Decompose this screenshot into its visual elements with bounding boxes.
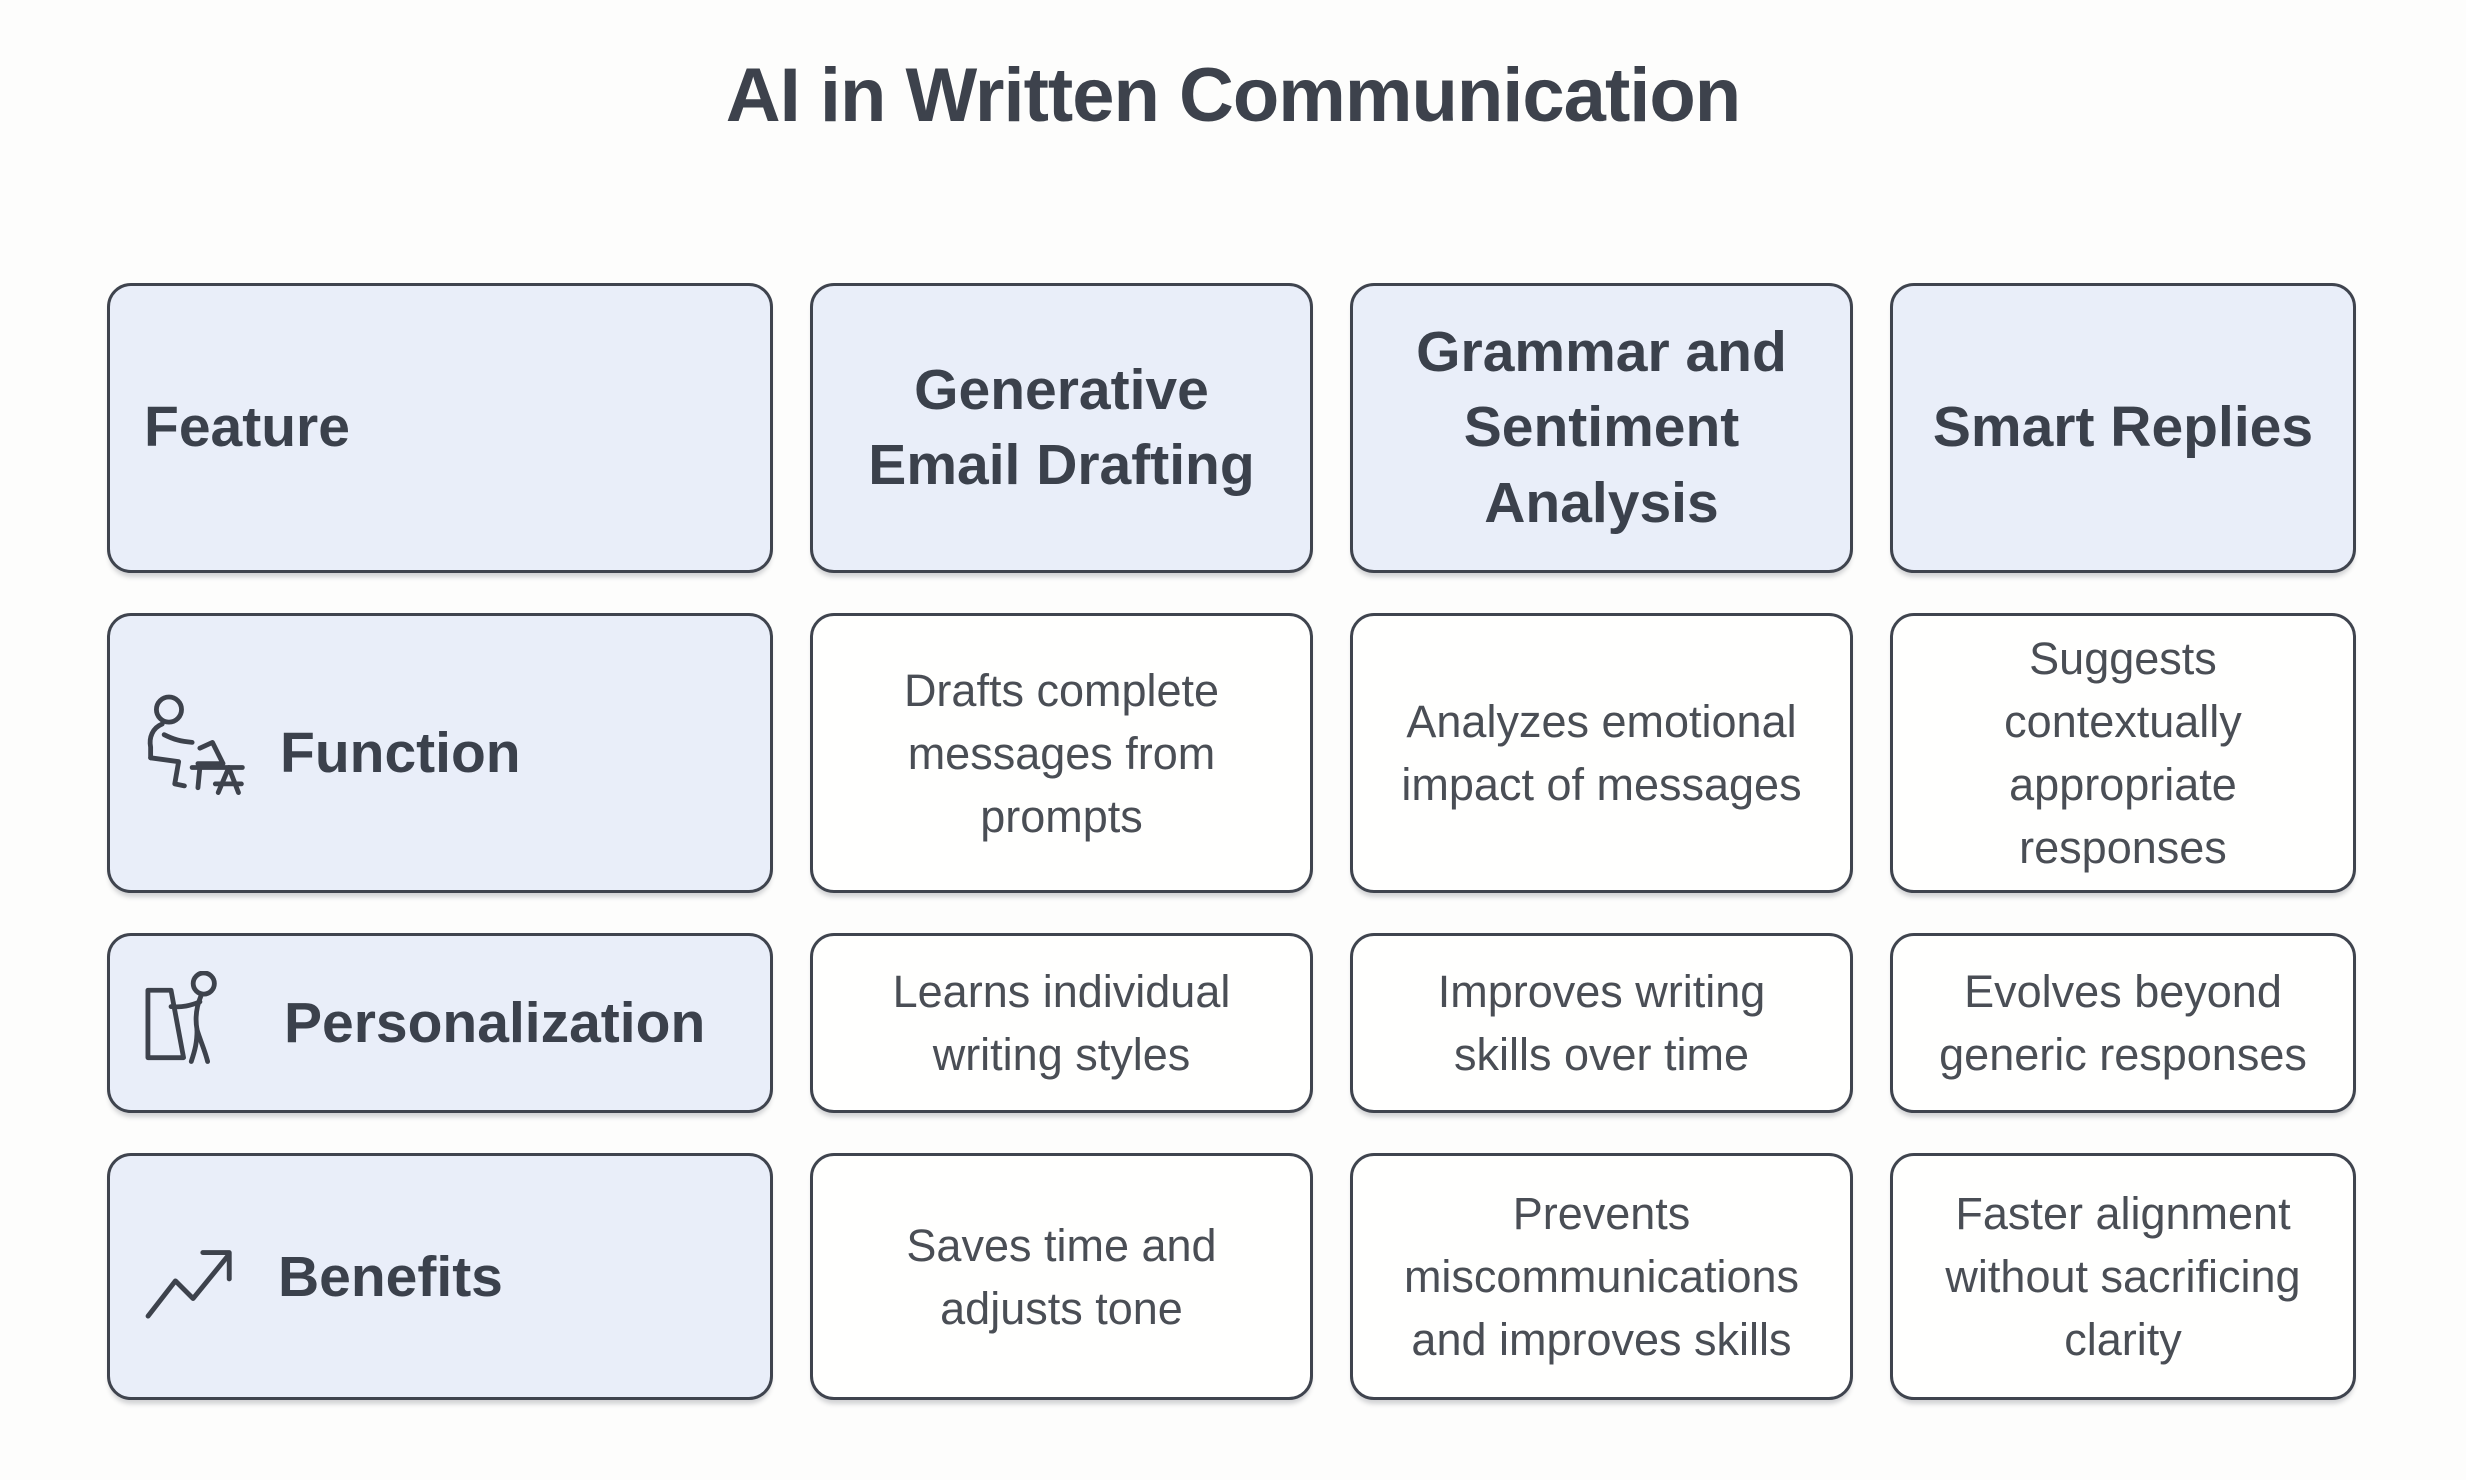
- cell-text: Faster alignment without sacrificing cla…: [1945, 1188, 2301, 1365]
- cell-text: Saves time and adjusts tone: [906, 1219, 1217, 1334]
- cell-function-smart-replies: Suggests contextually appropriate respon…: [1890, 613, 2356, 893]
- row-label-function: Function: [107, 613, 773, 893]
- cell-benefits-smart-replies: Faster alignment without sacrificing cla…: [1890, 1153, 2356, 1400]
- cell-text: Learns individual writing styles: [892, 966, 1231, 1080]
- row-label-text: Function: [280, 721, 521, 785]
- cell-personalization-generative-email-drafting: Learns individual writing styles: [810, 933, 1313, 1113]
- cell-personalization-grammar-sentiment-analysis: Improves writing skills over time: [1350, 933, 1853, 1113]
- cell-function-grammar-sentiment-analysis: Analyzes emotional impact of messages: [1350, 613, 1853, 893]
- column-header-feature: Feature: [107, 283, 773, 573]
- cell-benefits-grammar-sentiment-analysis: Prevents miscommunications and improves …: [1350, 1153, 1853, 1400]
- cell-text: Improves writing skills over time: [1437, 966, 1766, 1080]
- column-header-generative-email-drafting: Generative Email Drafting: [810, 283, 1313, 573]
- trend-up-icon: [140, 1232, 250, 1322]
- cell-personalization-smart-replies: Evolves beyond generic responses: [1890, 933, 2356, 1113]
- cell-function-generative-email-drafting: Drafts complete messages from prompts: [810, 613, 1313, 893]
- column-header-smart-replies: Smart Replies: [1890, 283, 2356, 573]
- cell-text: Prevents miscommunications and improves …: [1403, 1188, 1800, 1365]
- page-title: AI in Written Communication: [725, 53, 1741, 138]
- column-header-label: Grammar and Sentiment Analysis: [1416, 320, 1787, 535]
- row-label-text: Benefits: [278, 1244, 503, 1309]
- cell-text: Evolves beyond generic responses: [1939, 966, 2307, 1080]
- row-label-personalization: Personalization: [107, 933, 773, 1113]
- cell-text: Suggests contextually appropriate respon…: [2004, 633, 2242, 873]
- cell-benefits-generative-email-drafting: Saves time and adjusts tone: [810, 1153, 1313, 1400]
- column-header-grammar-sentiment-analysis: Grammar and Sentiment Analysis: [1350, 283, 1853, 573]
- cell-text: Analyzes emotional impact of messages: [1401, 696, 1802, 810]
- column-header-label: Smart Replies: [1932, 395, 2314, 460]
- row-label-text: Personalization: [284, 991, 706, 1055]
- person-at-desk-icon: [140, 692, 252, 814]
- cell-text: Drafts complete messages from prompts: [903, 664, 1220, 842]
- person-presenting-icon: [140, 971, 256, 1075]
- comparison-table: Feature Generative Email Drafting Gramma…: [107, 283, 2356, 1400]
- column-header-label: Feature: [144, 395, 350, 460]
- column-header-label: Generative Email Drafting: [868, 357, 1255, 497]
- row-label-benefits: Benefits: [107, 1153, 773, 1400]
